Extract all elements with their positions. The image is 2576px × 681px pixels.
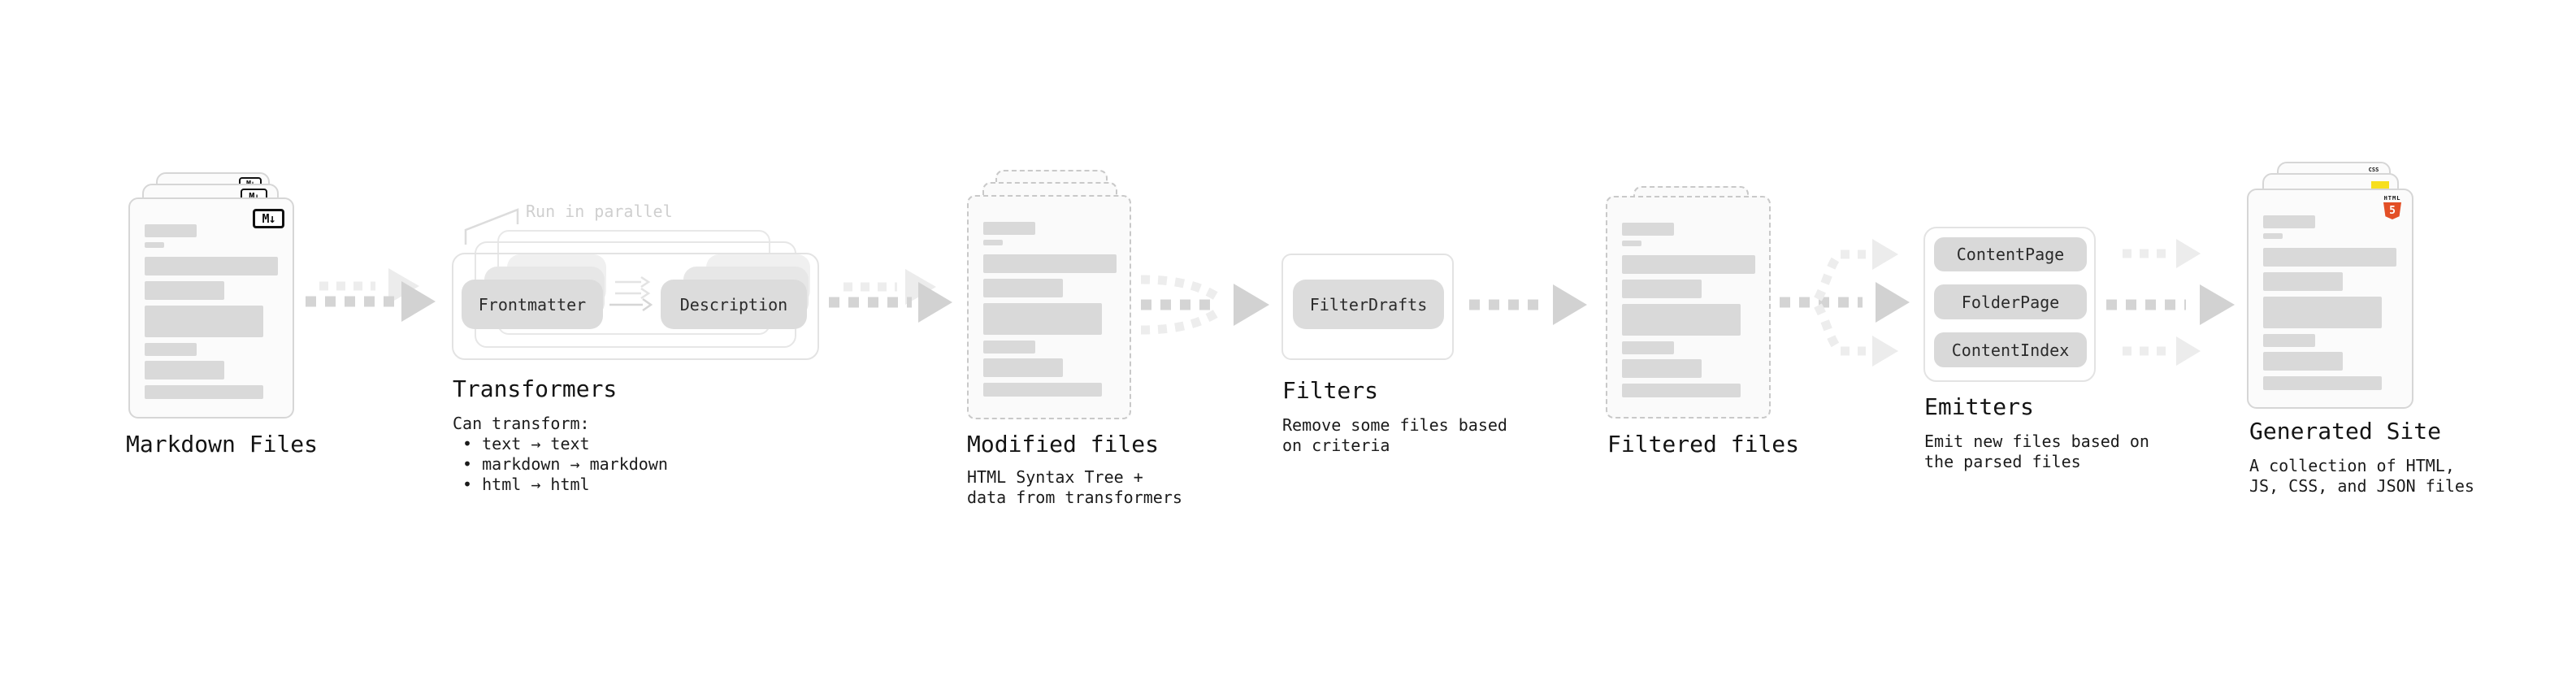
html5-icon-word: HTML bbox=[2383, 195, 2401, 202]
contentpage-pill: ContentPage bbox=[1934, 237, 2087, 271]
run-in-parallel-leader-line bbox=[464, 208, 519, 245]
html5-icon-five: 5 bbox=[2389, 205, 2396, 217]
arrow-emitters-to-generated bbox=[2106, 239, 2235, 366]
css-icon-label: CSS bbox=[2368, 167, 2379, 173]
doc-line-placeholder bbox=[983, 279, 1063, 297]
doc-line-placeholder bbox=[983, 383, 1102, 397]
doc-line-placeholder bbox=[2263, 297, 2382, 328]
doc-line-placeholder bbox=[1622, 359, 1702, 378]
markdown-file-card-front: M↓ bbox=[128, 197, 294, 419]
html5-icon-shield: 5 bbox=[2383, 202, 2401, 219]
doc-line-placeholder bbox=[983, 254, 1117, 273]
filters-details: Remove some files based on criteria bbox=[1282, 415, 1507, 455]
folderpage-pill: FolderPage bbox=[1934, 284, 2087, 319]
modified-files-label: Modified files bbox=[967, 431, 1160, 458]
doc-line-placeholder bbox=[2263, 233, 2283, 239]
html5-icon: HTML 5 bbox=[2382, 195, 2403, 219]
run-in-parallel-note: Run in parallel bbox=[526, 202, 673, 221]
doc-line-placeholder bbox=[1622, 280, 1702, 298]
doc-line-placeholder bbox=[2263, 376, 2382, 390]
generated-site-label: Generated Site bbox=[2249, 418, 2442, 445]
filtered-files-label: Filtered files bbox=[1607, 431, 1800, 458]
javascript-icon bbox=[2371, 181, 2389, 189]
doc-line-placeholder bbox=[1622, 241, 1641, 246]
arrow-filtered-to-emitters-split bbox=[1780, 239, 1910, 367]
transformers-details: Can transform: • text → text • markdown … bbox=[453, 414, 668, 494]
transformer-flow-arrows bbox=[609, 275, 653, 312]
doc-line-placeholder bbox=[983, 358, 1063, 377]
markdown-icon-glyph: M↓ bbox=[262, 211, 275, 226]
doc-line-placeholder bbox=[145, 224, 197, 237]
doc-line-placeholder bbox=[2263, 272, 2343, 291]
doc-line-placeholder bbox=[2263, 334, 2315, 347]
description-transformer-pill: Description bbox=[661, 280, 807, 329]
modified-files-details: HTML Syntax Tree + data from transformer… bbox=[967, 467, 1182, 507]
arrow-markdown-to-transformers bbox=[306, 268, 436, 322]
markdown-files-label: Markdown Files bbox=[126, 431, 319, 458]
doc-line-placeholder bbox=[2263, 215, 2315, 228]
doc-line-placeholder bbox=[145, 343, 197, 356]
arrow-filters-to-filtered bbox=[1469, 284, 1587, 325]
doc-line-placeholder bbox=[983, 222, 1035, 235]
arrow-modified-to-filters-merge bbox=[1140, 275, 1269, 335]
filters-frame bbox=[1281, 254, 1454, 360]
doc-line-placeholder bbox=[145, 385, 263, 399]
doc-line-placeholder bbox=[1622, 223, 1674, 236]
doc-line-placeholder bbox=[1622, 304, 1741, 336]
emitters-label: Emitters bbox=[1924, 393, 2034, 420]
filtered-file-card-front bbox=[1606, 196, 1771, 419]
doc-line-placeholder bbox=[1622, 341, 1674, 354]
doc-line-placeholder bbox=[1622, 255, 1755, 274]
contentindex-pill: ContentIndex bbox=[1934, 332, 2087, 367]
filterdrafts-pill: FilterDrafts bbox=[1293, 280, 1444, 329]
emitters-frame bbox=[1923, 227, 2096, 382]
doc-line-placeholder bbox=[145, 281, 224, 300]
doc-line-placeholder bbox=[145, 361, 224, 380]
doc-line-placeholder bbox=[145, 242, 164, 248]
frontmatter-transformer-pill: Frontmatter bbox=[462, 280, 603, 329]
doc-line-placeholder bbox=[2263, 352, 2343, 371]
emitters-details: Emit new files based on the parsed files bbox=[1924, 432, 2149, 471]
markdown-icon: M↓ bbox=[253, 209, 284, 228]
doc-line-placeholder bbox=[145, 257, 278, 275]
modified-file-card-front bbox=[967, 195, 1131, 419]
generated-site-details: A collection of HTML, JS, CSS, and JSON … bbox=[2249, 456, 2474, 496]
doc-line-placeholder bbox=[2263, 248, 2396, 267]
doc-line-placeholder bbox=[1622, 384, 1741, 397]
doc-line-placeholder bbox=[983, 240, 1003, 245]
filters-label: Filters bbox=[1282, 377, 1379, 404]
doc-line-placeholder bbox=[983, 303, 1102, 335]
doc-line-placeholder bbox=[983, 340, 1035, 354]
arrow-transformers-to-modified bbox=[829, 269, 952, 323]
transformers-label: Transformers bbox=[453, 375, 618, 402]
generated-file-card-front: HTML 5 bbox=[2247, 189, 2413, 409]
transformers-frame-front bbox=[452, 253, 819, 360]
doc-line-placeholder bbox=[145, 306, 263, 337]
